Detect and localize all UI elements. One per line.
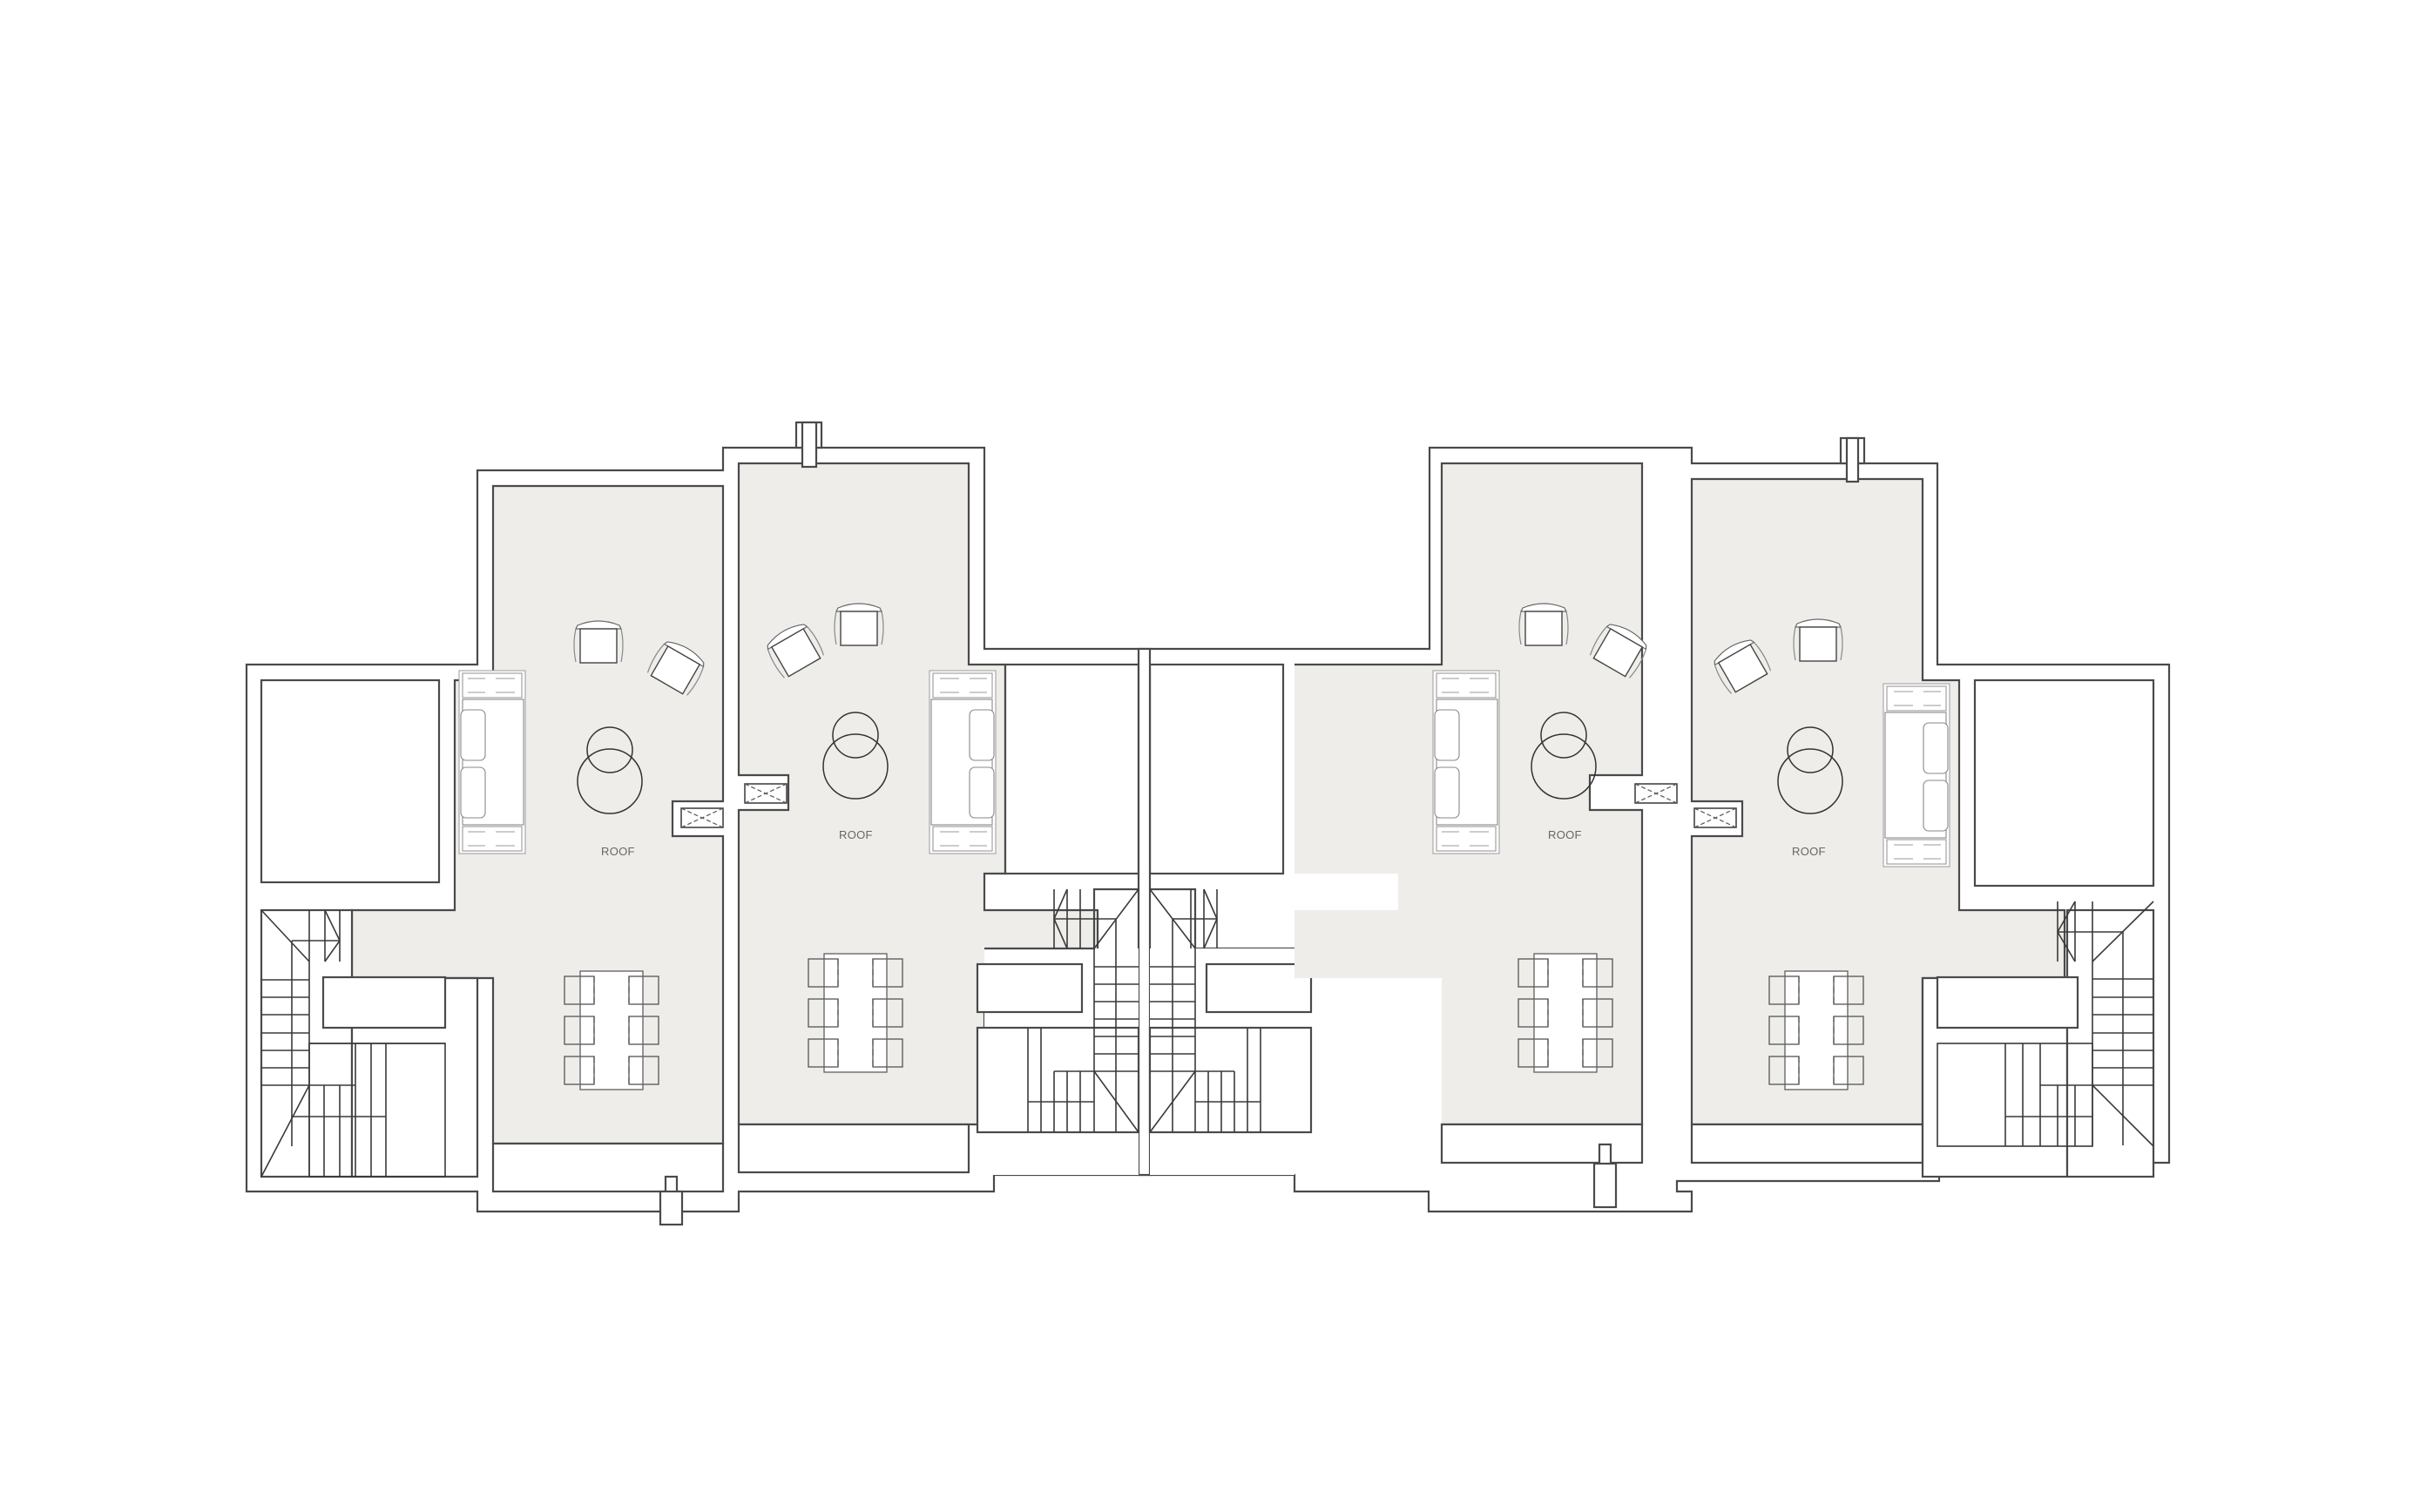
unit-3: ROOF: [1294, 462, 1678, 1164]
roof-label-unit-1: ROOF: [601, 845, 635, 858]
unit-4: ROOF: [1690, 477, 2155, 1178]
building-outline: [245, 446, 2171, 1213]
roof-label-unit-4: ROOF: [1792, 845, 1826, 858]
roof-label-unit-2: ROOF: [839, 828, 873, 841]
roof-label-unit-3: ROOF: [1548, 828, 1582, 841]
chimneys: [659, 421, 1866, 1226]
center-core: [976, 647, 1313, 1177]
unit-1: ROOF: [260, 484, 725, 1193]
